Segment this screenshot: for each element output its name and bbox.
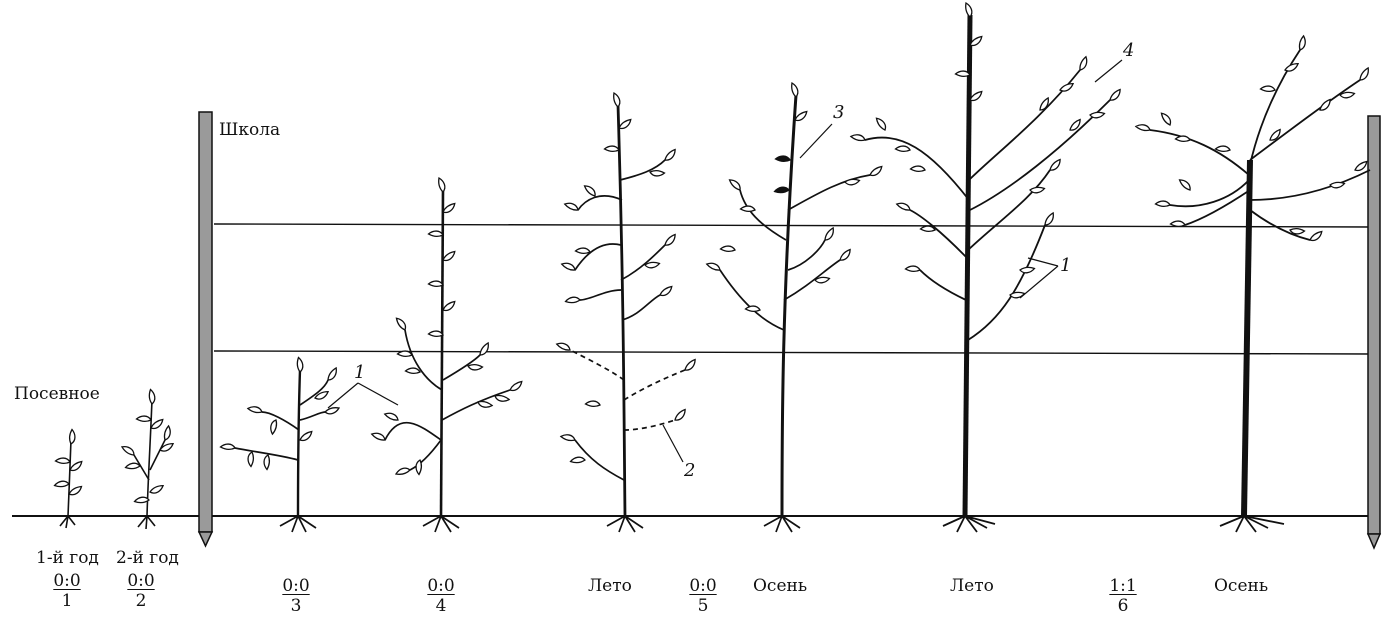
callout-2: 2 — [684, 460, 695, 481]
fraction-stage-6: 1:1 6 — [1109, 576, 1136, 616]
guide-line-lower — [214, 351, 1372, 354]
tree-stage-4 — [372, 178, 524, 532]
seedling-year-2 — [122, 389, 174, 529]
fraction-numerator: 0:0 — [127, 571, 154, 591]
label-autumn-6: Осень — [1214, 576, 1268, 596]
label-year-1: 1-й год — [36, 548, 99, 568]
tree-stage-6-autumn — [1136, 36, 1372, 532]
label-summer-5: Лето — [588, 576, 632, 596]
separator-post-left — [199, 112, 212, 546]
fraction-stage-5: 0:0 5 — [689, 576, 716, 616]
fraction-denominator: 4 — [436, 596, 447, 616]
tree-stage-5-summer — [557, 93, 699, 532]
tree-stage-3 — [220, 357, 340, 532]
fraction-numerator: 0:0 — [53, 571, 80, 591]
tree-stage-6-summer — [851, 3, 1123, 532]
fraction-stage-4: 0:0 4 — [427, 576, 454, 616]
fraction-denominator: 6 — [1118, 596, 1129, 616]
tree-stage-5-autumn — [707, 83, 884, 532]
callout-1-right: 1 — [1060, 255, 1071, 276]
fraction-denominator: 2 — [136, 591, 147, 611]
fraction-stage-3: 0:0 3 — [282, 576, 309, 616]
label-year-2: 2-й год — [116, 548, 179, 568]
callout-4: 4 — [1123, 40, 1134, 61]
fraction-numerator: 1:1 — [1109, 576, 1136, 596]
fraction-numerator: 0:0 — [427, 576, 454, 596]
label-summer-6: Лето — [950, 576, 994, 596]
fraction-numerator: 0:0 — [689, 576, 716, 596]
label-shkola: Школа — [219, 120, 280, 140]
fraction-denominator: 3 — [291, 596, 302, 616]
guide-line-upper — [214, 224, 1372, 227]
fraction-denominator: 5 — [698, 596, 709, 616]
label-posevnoe: Посевное — [14, 384, 100, 404]
fraction-numerator: 0:0 — [282, 576, 309, 596]
seedling-year-1 — [54, 429, 83, 528]
fraction-denominator: 1 — [62, 591, 73, 611]
label-autumn-5: Осень — [753, 576, 807, 596]
fraction-stage-2: 0:0 2 — [127, 571, 154, 611]
callout-3: 3 — [833, 102, 844, 123]
fraction-stage-1: 0:0 1 — [53, 571, 80, 611]
callout-1-left: 1 — [354, 362, 365, 383]
separator-post-right — [1368, 116, 1380, 548]
